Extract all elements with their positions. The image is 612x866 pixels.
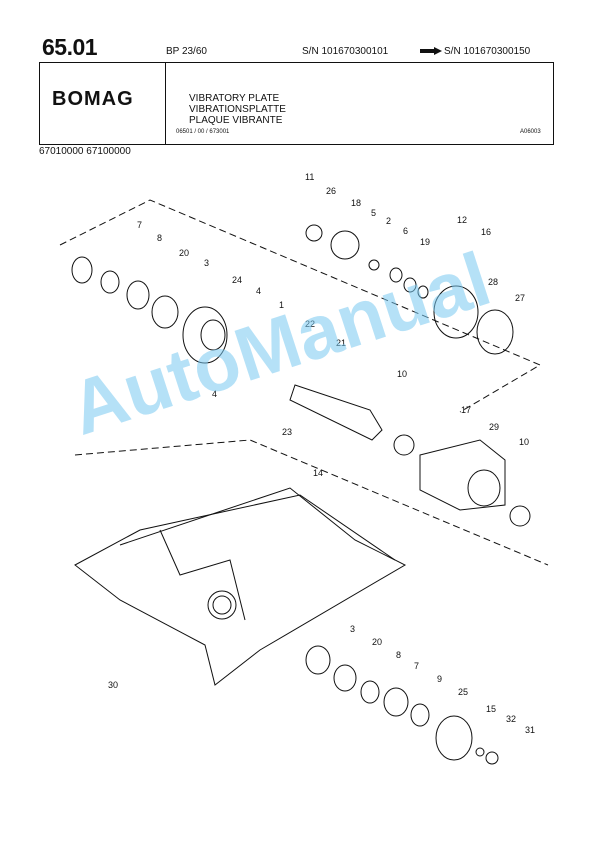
serial-from: S/N 101670300101 [302, 46, 389, 57]
callout-label: 3 [350, 624, 355, 634]
model-label: BP 23/60 [166, 46, 207, 57]
part-8-lower [360, 680, 380, 704]
part-3 [151, 295, 179, 329]
callout-label: 2 [386, 216, 391, 226]
part-24 [182, 306, 228, 364]
reference-code: 06501 / 00 / 673001 [176, 129, 230, 135]
callout-label: 27 [515, 293, 525, 303]
title-english: VIBRATORY PLATE [189, 93, 280, 104]
middle-assembly-outline [74, 439, 549, 566]
header-box [39, 62, 554, 145]
eccentric-shaft-part [289, 384, 383, 441]
callout-label: 29 [489, 422, 499, 432]
callout-label: 28 [488, 277, 498, 287]
part-26 [330, 230, 360, 260]
part-19 [417, 285, 429, 299]
callout-label: 14 [313, 468, 323, 478]
part-25 [435, 715, 473, 761]
callout-label: 20 [372, 637, 382, 647]
callout-label: 6 [403, 226, 408, 236]
part-9 [410, 703, 430, 727]
callout-labels: 11 26 18 5 2 6 19 12 16 7 8 20 3 24 4 1 … [108, 172, 535, 735]
callout-label: 5 [371, 208, 376, 218]
callout-label: 8 [396, 650, 401, 660]
callout-label: 4 [212, 389, 217, 399]
callout-label: 24 [232, 275, 242, 285]
part-28 [433, 285, 479, 339]
callout-label: 31 [525, 725, 535, 735]
callout-label: 25 [458, 687, 468, 697]
callout-label: 15 [486, 704, 496, 714]
callout-label: 30 [108, 680, 118, 690]
callout-label: 3 [204, 258, 209, 268]
callout-label: 19 [420, 237, 430, 247]
part-11 [305, 224, 323, 242]
callout-label: 1 [279, 300, 284, 310]
callout-label: 10 [519, 437, 529, 447]
callout-label: 32 [506, 714, 516, 724]
upper-assembly-outline [59, 199, 542, 413]
drawing-code: A06003 [520, 129, 541, 135]
callout-label: 12 [457, 215, 467, 225]
callout-label: 17 [461, 405, 471, 415]
title-french: PLAQUE VIBRANTE [189, 115, 283, 126]
part-2 [389, 267, 403, 283]
part-29-housing [419, 439, 506, 511]
part-10-lower [509, 505, 531, 527]
callout-label: 23 [282, 427, 292, 437]
callout-label: 21 [336, 338, 346, 348]
callout-label: 16 [481, 227, 491, 237]
callout-label: 20 [179, 248, 189, 258]
callout-label: 26 [326, 186, 336, 196]
part-8 [100, 270, 120, 294]
part-20-lower [333, 664, 357, 692]
callout-label: 18 [351, 198, 361, 208]
callout-label: 7 [137, 220, 142, 230]
base-bearing-housing [207, 590, 237, 620]
part-3-lower [305, 645, 331, 675]
part-20 [126, 280, 150, 310]
page-number: 65.01 [42, 34, 98, 60]
serial-arrow-icon [420, 47, 442, 55]
part-18 [368, 259, 380, 271]
callout-label: 10 [397, 369, 407, 379]
callout-label: 22 [305, 319, 315, 329]
part-7-lower [383, 687, 409, 717]
callout-label: 11 [305, 172, 314, 182]
serial-to: S/N 101670300150 [444, 46, 531, 57]
title-german: VIBRATIONSPLATTE [189, 104, 286, 115]
part-10-upper [393, 434, 415, 456]
callout-label: 8 [157, 233, 162, 243]
base-plate-part [74, 494, 407, 686]
part-27 [476, 309, 514, 355]
part-number-range: 67010000 67100000 [39, 146, 131, 157]
brand-logo: BOMAG [52, 88, 134, 110]
part-15 [475, 747, 485, 757]
part-32 [485, 751, 499, 765]
part-6 [403, 277, 417, 293]
callout-label: 4 [256, 286, 261, 296]
callout-label: 7 [414, 661, 419, 671]
header-divider [165, 62, 166, 145]
callout-label: 9 [437, 674, 442, 684]
part-7 [71, 256, 93, 284]
